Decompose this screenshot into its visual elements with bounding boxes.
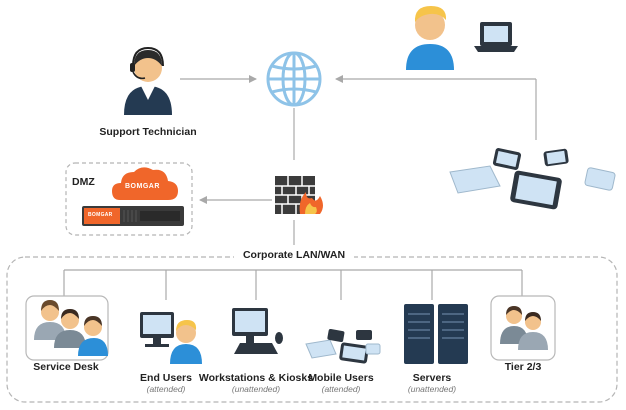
workstations-sublabel: (unattended) — [231, 384, 281, 394]
dmz-container — [65, 162, 193, 236]
corporate-lan-label: Corporate LAN/WAN — [234, 249, 354, 261]
cloud-logo-text: BOMGAR — [125, 183, 160, 190]
service-desk-label: Service Desk — [33, 361, 99, 373]
servers-label: Servers — [412, 372, 452, 384]
tier-card — [490, 295, 556, 361]
mobile-users-sublabel: (attended) — [321, 384, 361, 394]
firewall-icon — [275, 176, 323, 214]
servers-icon — [404, 304, 468, 364]
corporate-lan-container — [6, 256, 618, 403]
internet-globe-icon — [266, 51, 322, 107]
workstations-label: Workstations & Kiosks — [198, 372, 314, 384]
tier-label: Tier 2/3 — [504, 361, 542, 373]
workstation-icon — [232, 308, 283, 354]
end-users-label: End Users — [140, 372, 192, 384]
appliance-logo-text: BOMGAR — [88, 212, 113, 218]
dmz-label: DMZ — [72, 176, 95, 188]
support-technician-label: Support Technician — [99, 126, 197, 138]
servers-sublabel: (unattended) — [407, 384, 457, 394]
support-technician-icon — [124, 46, 172, 115]
end-user-computer-icon — [140, 312, 202, 364]
service-desk-people-icon — [34, 300, 108, 356]
bomgar-appliance-icon — [82, 206, 184, 226]
mobile-devices-icon — [449, 148, 616, 210]
remote-user-icon — [406, 6, 454, 70]
laptop-icon — [474, 22, 518, 52]
mobile-users-devices-icon — [305, 329, 381, 364]
end-users-sublabel: (attended) — [146, 384, 186, 394]
connectors — [63, 75, 537, 300]
bomgar-cloud-icon — [112, 167, 178, 200]
mobile-users-label: Mobile Users — [308, 372, 374, 384]
tier-people-icon — [500, 306, 548, 350]
